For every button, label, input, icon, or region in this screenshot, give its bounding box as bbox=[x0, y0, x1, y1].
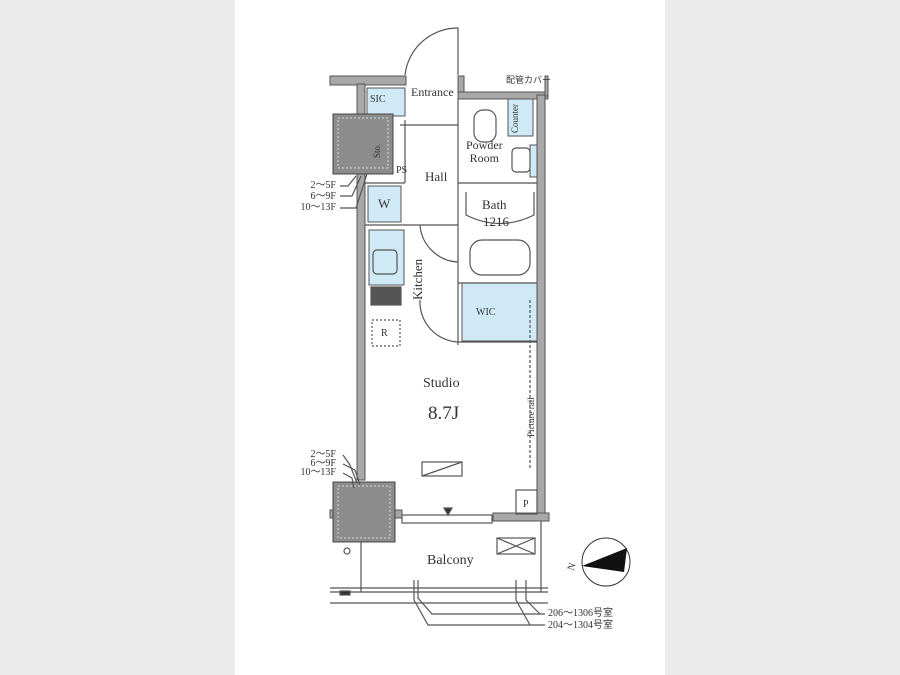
label-r: R bbox=[381, 328, 388, 339]
floor-note-lower-2: 6～9F bbox=[310, 458, 336, 469]
label-picture-rail: Picture rail bbox=[526, 397, 536, 437]
unit-note-1: 206～1306号室 bbox=[548, 608, 613, 619]
interior-lines bbox=[330, 27, 548, 626]
label-p: P bbox=[523, 499, 529, 510]
floor-note-lower-1: 2～5F bbox=[310, 449, 336, 460]
label-piping-cover: 配管カバー bbox=[506, 75, 552, 85]
washer-area bbox=[367, 185, 402, 223]
label-wic: WIC bbox=[476, 307, 496, 318]
label-studio-size: 8.7J bbox=[428, 403, 460, 424]
floor-note-lower-3: 10～13F bbox=[300, 467, 336, 478]
label-hall: Hall bbox=[425, 169, 448, 184]
columns bbox=[332, 113, 396, 543]
floor-note-upper-3: 10～13F bbox=[300, 202, 336, 213]
label-sic: SIC bbox=[370, 94, 386, 105]
compass-icon bbox=[581, 537, 631, 587]
label-balcony: Balcony bbox=[427, 553, 474, 568]
label-counter: Counter bbox=[510, 104, 520, 133]
label-w: W bbox=[378, 196, 391, 211]
label-studio: Studio bbox=[423, 376, 460, 391]
label-bath: Bath bbox=[482, 197, 507, 212]
label-sto: Sto. bbox=[372, 143, 382, 158]
unit-note-2: 204～1304号室 bbox=[548, 620, 613, 631]
label-powder-room: Powder Room bbox=[466, 138, 503, 165]
floor-note-upper-2: 6～9F bbox=[310, 191, 336, 202]
label-bath-size: 1216 bbox=[483, 214, 509, 229]
wic-area bbox=[461, 282, 538, 342]
sic-area bbox=[366, 87, 406, 117]
floor-note-upper-1: 2～5F bbox=[310, 180, 336, 191]
label-ps: PS bbox=[396, 165, 408, 176]
label-entrance: Entrance bbox=[411, 85, 454, 99]
label-kitchen: Kitchen bbox=[410, 258, 425, 300]
kitchen-sink-area bbox=[368, 229, 405, 286]
